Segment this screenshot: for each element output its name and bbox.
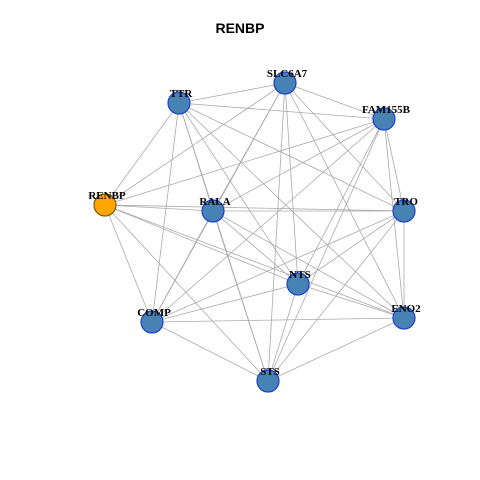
edge-tro-nts (297, 210, 405, 285)
node-label-nts: NTS (289, 269, 310, 281)
edge-rala-sts (212, 210, 269, 382)
edge-slc6a7-fam155b (284, 82, 385, 120)
edge-fam155b-comp (151, 118, 385, 323)
edge-ttr-eno2 (178, 102, 405, 319)
edge-renbp-fam155b (104, 118, 385, 206)
edge-ttr-tro (178, 102, 405, 212)
edge-renbp-rala (104, 204, 214, 212)
node-label-ttr: TTR (170, 88, 194, 100)
node-slc6a7 (273, 71, 297, 95)
node-label-sts: STS (260, 366, 280, 378)
node-label-slc6a7: SLC6A7 (267, 68, 308, 80)
edge-fam155b-eno2 (383, 118, 405, 319)
edge-rala-nts (212, 210, 299, 285)
node-nts (286, 272, 310, 296)
node-fam155b (372, 107, 396, 131)
edge-renbp-sts (104, 204, 269, 382)
edge-tro-comp (151, 210, 405, 323)
node-ttr (167, 91, 191, 115)
edge-renbp-tro (104, 204, 405, 212)
edge-nts-sts (267, 283, 299, 382)
edge-slc6a7-tro (284, 82, 405, 212)
edge-comp-sts (151, 321, 269, 382)
edge-ttr-nts (178, 102, 299, 285)
node-comp (140, 310, 164, 334)
edge-renbp-eno2 (104, 204, 405, 319)
edge-rala-eno2 (212, 210, 405, 319)
edge-renbp-slc6a7 (104, 82, 286, 206)
node-label-comp: COMP (137, 307, 171, 319)
node-label-tro: TRO (394, 196, 418, 208)
node-rala (201, 199, 225, 223)
edge-eno2-sts (267, 317, 405, 382)
edge-ttr-slc6a7 (178, 82, 286, 104)
edge-nts-comp (151, 283, 299, 323)
node-label-rala: RALA (199, 196, 230, 208)
edge-renbp-ttr (104, 102, 180, 206)
edge-renbp-comp (104, 204, 153, 323)
node-renbp (93, 193, 117, 217)
edge-rala-comp (151, 210, 214, 323)
edge-ttr-fam155b (178, 102, 385, 120)
node-layer (93, 71, 416, 393)
edge-fam155b-nts (297, 118, 385, 285)
node-label-eno2: ENO2 (391, 303, 421, 315)
node-label-fam155b: FAM155B (362, 104, 411, 116)
edge-nts-eno2 (297, 283, 405, 319)
edge-fam155b-tro (383, 118, 405, 212)
edge-fam155b-sts (267, 118, 385, 382)
node-label-renbp: RENBP (88, 190, 126, 202)
figure-title: RENBP (215, 20, 265, 36)
edge-fam155b-rala (212, 118, 385, 212)
edge-layer (104, 82, 405, 382)
edge-slc6a7-sts (267, 82, 286, 382)
node-sts (256, 369, 280, 393)
edge-eno2-comp (151, 317, 405, 323)
node-tro (392, 199, 416, 223)
edge-ttr-comp (151, 102, 180, 323)
node-eno2 (392, 306, 416, 330)
edge-slc6a7-eno2 (284, 82, 405, 319)
edge-slc6a7-nts (284, 82, 299, 285)
edge-renbp-nts (104, 204, 299, 285)
